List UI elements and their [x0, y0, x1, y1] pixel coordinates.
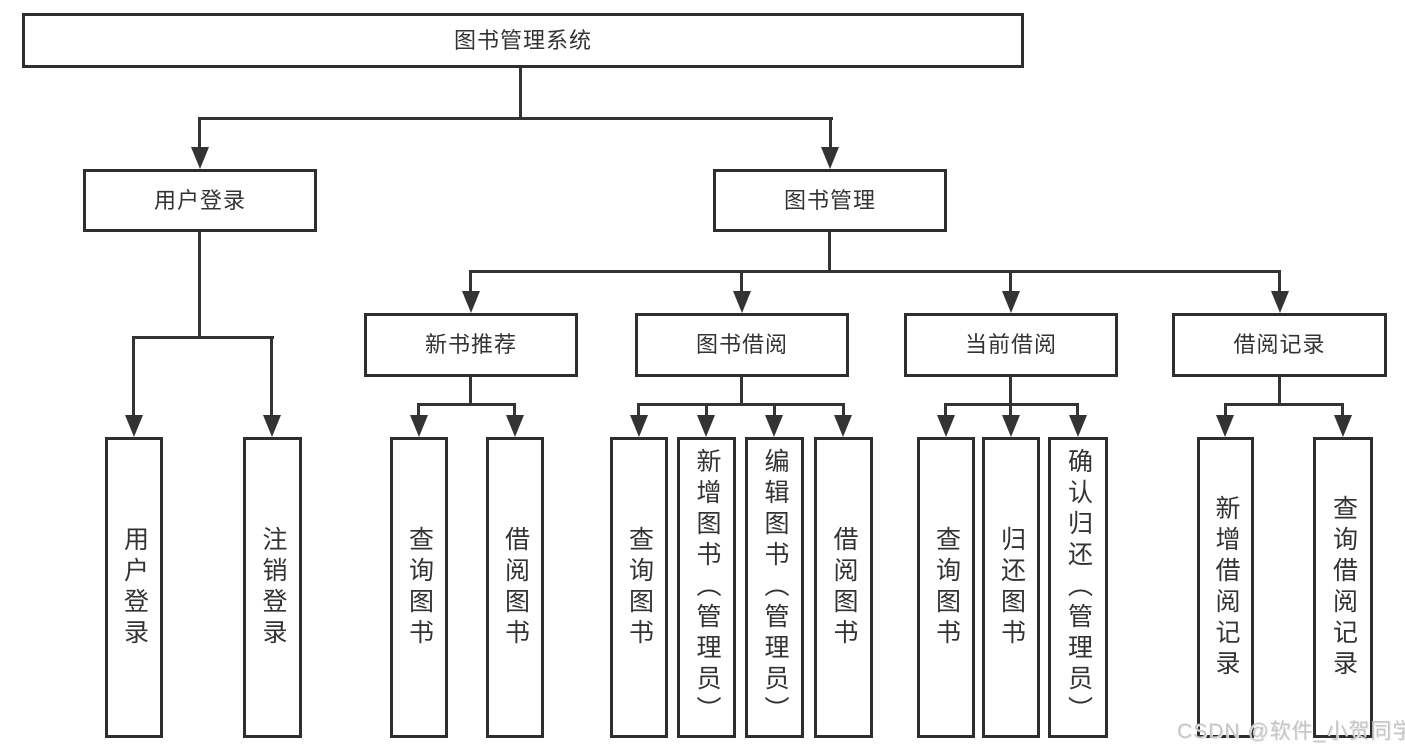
- leaf-label: 借阅图书: [501, 525, 530, 650]
- arrow-down-icon: [125, 415, 143, 437]
- csdn-watermark: CSDN @软件_小贺同学: [1177, 720, 1405, 743]
- node-new-book-recommend-label: 新书推荐: [424, 332, 517, 357]
- connector-level2-horizontal: [470, 270, 1280, 273]
- node-user-login-label: 用户登录: [153, 187, 246, 213]
- connector-group1-horizontal: [418, 403, 516, 406]
- node-book-borrow-label: 图书借阅: [695, 332, 788, 357]
- connector-drop-leaf: [705, 403, 708, 417]
- connector-drop-leaf: [773, 403, 776, 417]
- leaf-borrow-books: 借阅图书: [814, 437, 873, 738]
- arrow-down-icon: [1271, 291, 1289, 313]
- arrow-down-icon: [821, 147, 839, 169]
- leaf-query-books: 查询图书: [390, 437, 448, 738]
- connector-drop-group: [740, 270, 743, 292]
- arrow-down-icon: [191, 147, 209, 169]
- connector-group3-stem: [1009, 377, 1012, 405]
- node-user-login: 用户登录: [83, 169, 317, 232]
- connector-drop-book: [829, 117, 832, 150]
- arrow-down-icon: [506, 415, 524, 437]
- arrow-down-icon: [1002, 291, 1020, 313]
- arrow-down-icon: [410, 415, 428, 437]
- connector-drop-group: [1278, 270, 1281, 292]
- leaf-label: 编辑图书（管理员）: [761, 448, 789, 727]
- leaf-label: 查询图书: [405, 525, 434, 650]
- connector-group4-horizontal: [1224, 403, 1344, 406]
- arrow-down-icon: [630, 415, 648, 437]
- connector-drop-leaf: [637, 403, 640, 417]
- connector-drop-leaf: [270, 336, 273, 416]
- leaf-query-borrow-record: 查询借阅记录: [1313, 437, 1373, 738]
- leaf-borrow-books: 借阅图书: [486, 437, 544, 738]
- connector-root-stem: [519, 68, 522, 120]
- connector-drop-group: [469, 270, 472, 292]
- connector-level1-horizontal: [198, 117, 833, 120]
- connector-drop-group: [1009, 270, 1012, 292]
- connector-drop-leaf: [1224, 403, 1227, 417]
- leaf-user-login: 用户登录: [105, 437, 163, 738]
- leaf-confirm-return-admin: 确认归还（管理员）: [1048, 437, 1108, 738]
- leaf-label: 新增借阅记录: [1212, 494, 1240, 681]
- node-book-borrow: 图书借阅: [635, 313, 849, 377]
- leaf-label: 新增图书（管理员）: [693, 448, 721, 727]
- connector-group2-stem: [740, 377, 743, 405]
- leaf-label: 借阅图书: [830, 525, 858, 650]
- node-root-label: 图书管理系统: [453, 27, 592, 53]
- connector-drop-leaf: [417, 403, 420, 417]
- leaf-add-borrow-record: 新增借阅记录: [1197, 437, 1254, 738]
- leaf-label: 查询借阅记录: [1329, 494, 1358, 681]
- arrow-down-icon: [733, 291, 751, 313]
- leaf-logout: 注销登录: [243, 437, 302, 738]
- leaf-label: 查询图书: [932, 525, 961, 650]
- leaf-user-login-label: 用户登录: [120, 525, 149, 650]
- arrow-down-icon: [263, 415, 281, 437]
- arrow-down-icon: [1002, 415, 1020, 437]
- leaf-edit-books-admin: 编辑图书（管理员）: [745, 437, 804, 738]
- leaf-label: 确认归还（管理员）: [1064, 448, 1093, 727]
- arrow-down-icon: [765, 415, 783, 437]
- connector-drop-leaf: [132, 336, 135, 416]
- arrow-down-icon: [1069, 415, 1087, 437]
- arrow-down-icon: [462, 291, 480, 313]
- node-borrow-records: 借阅记录: [1172, 313, 1387, 377]
- connector-drop-leaf: [944, 403, 947, 417]
- connector-drop-leaf: [513, 403, 516, 417]
- node-current-borrow-label: 当前借阅: [964, 332, 1057, 357]
- arrow-down-icon: [937, 415, 955, 437]
- connector-drop-user: [198, 117, 201, 150]
- arrow-down-icon: [697, 415, 715, 437]
- leaf-label: 归还图书: [997, 525, 1026, 650]
- connector-drop-leaf: [1076, 403, 1079, 417]
- node-book-management: 图书管理: [713, 169, 947, 232]
- leaf-query-books: 查询图书: [917, 437, 975, 738]
- connector-drop-leaf: [1009, 403, 1012, 417]
- node-root: 图书管理系统: [22, 13, 1024, 68]
- arrow-down-icon: [1216, 415, 1234, 437]
- leaf-query-books: 查询图书: [610, 437, 668, 738]
- connector-book-stem: [828, 232, 831, 273]
- leaf-return-books: 归还图书: [982, 437, 1040, 738]
- connector-group1-stem: [469, 377, 472, 405]
- leaf-add-books-admin: 新增图书（管理员）: [677, 437, 736, 738]
- leaf-label: 查询图书: [625, 525, 654, 650]
- arrow-down-icon: [834, 415, 852, 437]
- connector-drop-leaf: [842, 403, 845, 417]
- node-borrow-records-label: 借阅记录: [1233, 332, 1326, 357]
- connector-user-horizontal: [133, 336, 274, 339]
- leaf-logout-label: 注销登录: [259, 525, 287, 650]
- node-book-management-label: 图书管理: [783, 187, 876, 213]
- connector-group2-horizontal: [638, 403, 845, 406]
- node-current-borrow: 当前借阅: [904, 313, 1118, 377]
- arrow-down-icon: [1334, 415, 1352, 437]
- connector-group4-stem: [1278, 377, 1281, 405]
- node-new-book-recommend: 新书推荐: [364, 313, 578, 377]
- connector-drop-leaf: [1341, 403, 1344, 417]
- connector-user-stem: [198, 232, 201, 339]
